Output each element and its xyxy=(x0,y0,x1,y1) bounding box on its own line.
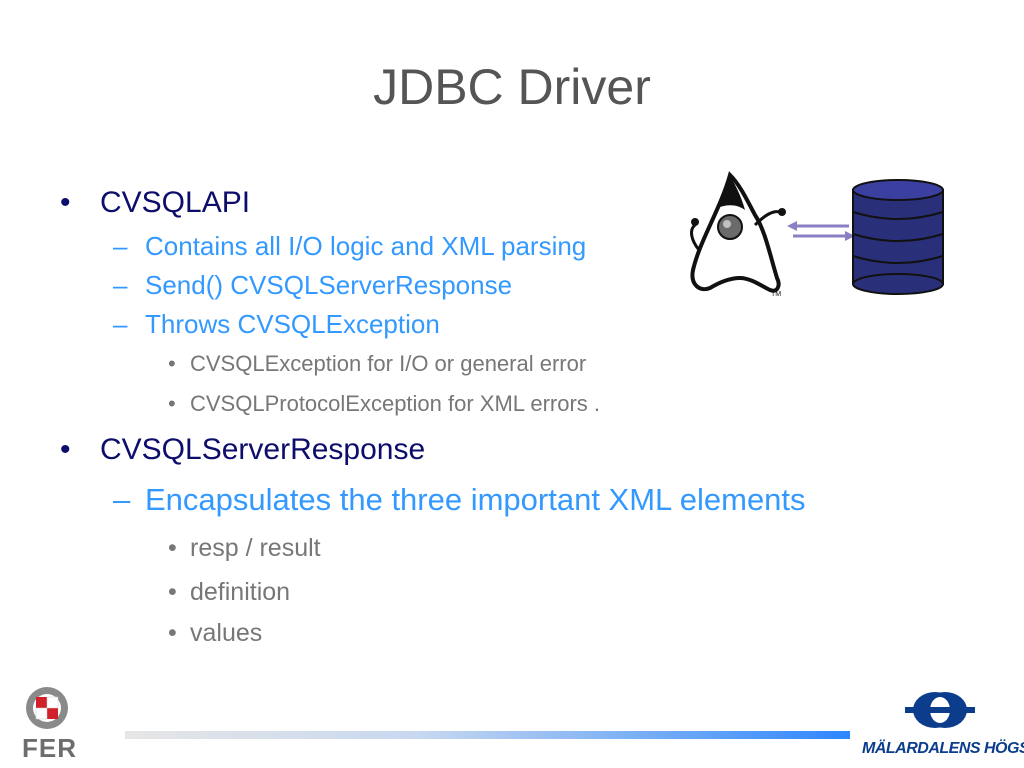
sub-sub-bullet-values: values xyxy=(190,619,263,647)
fer-logo-icon xyxy=(26,687,68,729)
java-duke-icon: TM xyxy=(690,171,786,298)
sub-bullet-throws: Throws CVSQLException xyxy=(145,309,440,339)
sub-bullet-io-logic: Contains all I/O logic and XML parsing xyxy=(145,231,587,261)
dot-marker: • xyxy=(168,619,177,647)
dash-marker: – xyxy=(113,231,128,261)
dot-marker: • xyxy=(168,578,177,606)
database-icon xyxy=(852,179,944,295)
bullet-marker: • xyxy=(60,186,71,219)
footer-divider xyxy=(125,731,850,739)
fer-logo-text: FER xyxy=(22,733,77,763)
sub-sub-bullet-resp-result: resp / result xyxy=(190,534,321,562)
mdh-logo-text: MÄLARDALENS HÖGSKOLA xyxy=(862,740,1024,757)
dot-marker: • xyxy=(168,351,176,376)
dash-marker: – xyxy=(113,482,131,517)
bullet-cvsqlapi: CVSQLAPI xyxy=(100,186,251,219)
sub-sub-bullet-protocolexception: CVSQLProtocolException for XML errors . xyxy=(190,391,601,416)
sub-sub-bullet-definition: definition xyxy=(190,578,291,606)
bullet-marker: • xyxy=(60,433,71,466)
sub-bullet-encapsulates: Encapsulates the three important XML ele… xyxy=(145,482,806,517)
slide-title: JDBC Driver xyxy=(373,59,651,115)
sub-sub-bullet-cvsqlexception: CVSQLException for I/O or general error xyxy=(190,351,587,376)
dash-marker: – xyxy=(113,270,128,300)
dot-marker: • xyxy=(168,534,177,562)
trademark-label: TM xyxy=(771,291,781,298)
bullet-cvsqlserverresponse: CVSQLServerResponse xyxy=(100,433,426,466)
dot-marker: • xyxy=(168,391,176,416)
sub-bullet-send: Send() CVSQLServerResponse xyxy=(145,270,513,300)
dash-marker: – xyxy=(113,309,128,339)
mdh-logo-icon xyxy=(905,692,975,728)
bidirectional-arrows-icon xyxy=(787,221,855,241)
